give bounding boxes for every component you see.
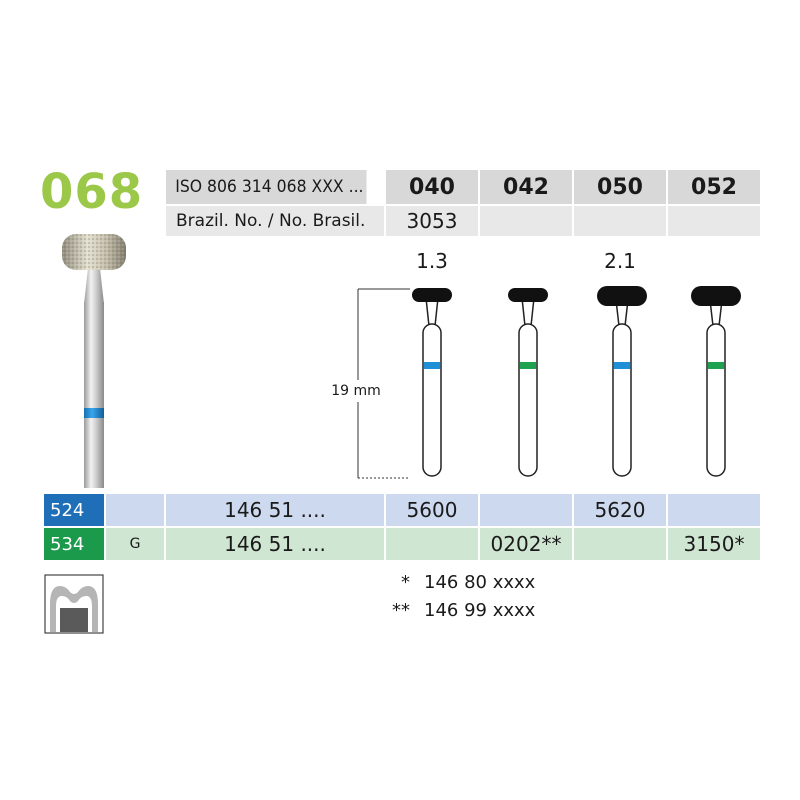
value-534-050: [574, 528, 666, 560]
value-524-052: [668, 494, 760, 526]
size-header-052: 052: [668, 170, 760, 204]
value-534-040: [386, 528, 478, 560]
value-534-042: 0202**: [480, 528, 572, 560]
bur-diagram-042: [508, 288, 548, 477]
value-524-042: [480, 494, 572, 526]
bur-diagram-040: [412, 288, 452, 477]
color-band-blue: [613, 362, 631, 369]
size-header-042: 042: [480, 170, 572, 204]
code-534-badge: 534: [44, 528, 104, 560]
dimension-label: 19 mm: [326, 380, 386, 402]
iso-label: ISO 806 314 068 XXX ...: [166, 170, 367, 204]
bur-diagram-050: [597, 286, 647, 477]
ref-cell-534: 146 51 ....: [166, 528, 384, 560]
value-524-040: 5600: [386, 494, 478, 526]
brazil-label: Brazil. No. / No. Brasil.: [166, 206, 384, 236]
footnote-1-mark: *: [401, 572, 410, 593]
size-header-040: 040: [386, 170, 478, 204]
value-524-050: 5620: [574, 494, 666, 526]
brazil-value-052: [668, 206, 760, 236]
grit-cell-524: [106, 494, 164, 526]
code-524-badge: 524: [44, 494, 104, 526]
ref-cell-524: 146 51 ....: [166, 494, 384, 526]
product-number: 068: [40, 164, 144, 220]
brazil-value-042: [480, 206, 572, 236]
footnote-2-text: 146 99 xxxx: [424, 600, 536, 621]
footnote-1-text: 146 80 xxxx: [424, 572, 536, 593]
size-header-050: 050: [574, 170, 666, 204]
tooth-crown-icon: [44, 574, 104, 634]
brazil-value-050: [574, 206, 666, 236]
color-band-green: [519, 362, 537, 369]
color-band-blue: [423, 362, 441, 369]
color-band-blue: [84, 408, 104, 418]
diameter-label-1: 1.3: [416, 249, 448, 273]
bur-diagram-052: [691, 286, 741, 477]
color-band-green: [707, 362, 725, 369]
footnote-2-mark: **: [392, 600, 410, 621]
large-bur-illustration: [62, 234, 126, 488]
diameter-label-2: 2.1: [604, 249, 636, 273]
value-534-052: 3150*: [668, 528, 760, 560]
brazil-value-040: 3053: [386, 206, 478, 236]
grit-cell-534: G: [106, 528, 164, 560]
